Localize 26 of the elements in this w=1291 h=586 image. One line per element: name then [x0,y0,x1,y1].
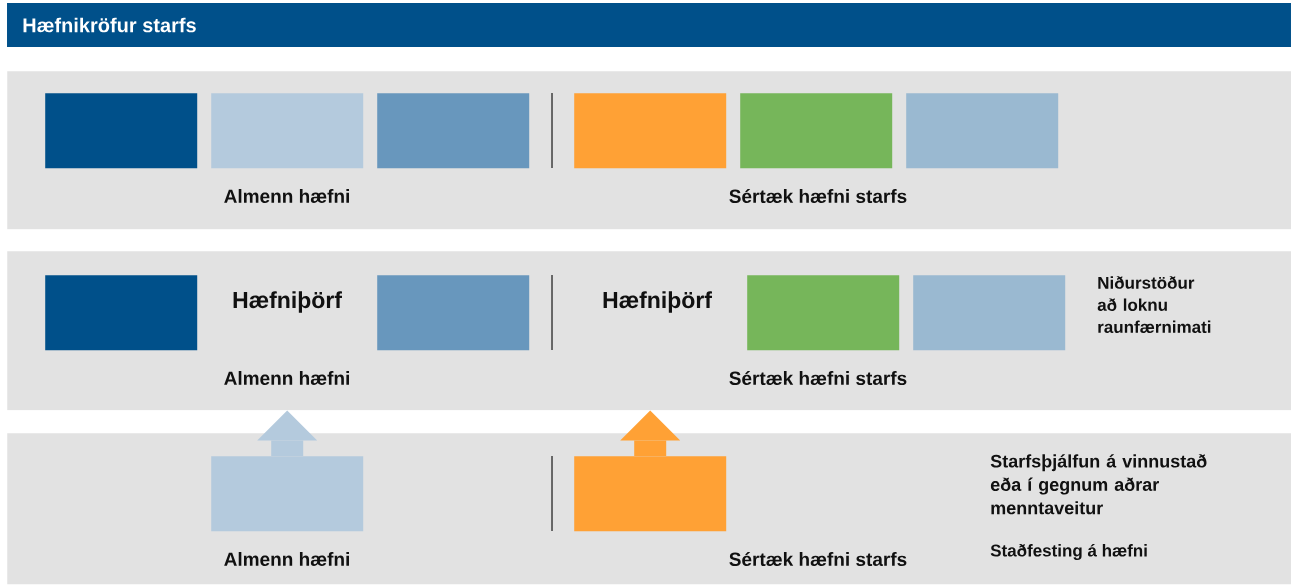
color-block [740,93,893,169]
group-label: Sértæk hæfni starfs [729,551,907,567]
color-block [747,275,900,351]
note-text: Staðfesting á hæfni [990,543,1147,561]
block-arrow [257,410,318,456]
color-block [574,456,727,532]
title-bar: Hæfnikröfur starfs [7,3,1291,47]
color-block [377,93,530,169]
group-label: Almenn hæfni [224,552,349,566]
color-block [45,93,198,169]
color-block [574,93,727,169]
group-label: Almenn hæfni [224,371,349,385]
color-block [913,275,1066,351]
group-label: Sértæk hæfni starfs [729,188,907,204]
group-label: Almenn hæfni [224,189,349,203]
color-block [211,93,364,169]
color-block [906,93,1059,169]
block-arrow [620,410,681,456]
color-block [45,275,198,351]
color-block [377,275,530,351]
note-text: Niðurstöður að loknu raunfærnimati [1097,276,1211,334]
gap-label: Hæfniþörf [233,291,342,313]
note-text: Starfsþjálfun á vinnustað eða í gegnum aðrar menntaveitur [990,454,1207,515]
group-label: Sértæk hæfni starfs [729,370,907,386]
gap-label: Hæfniþörf [603,291,712,313]
color-block [211,456,364,532]
